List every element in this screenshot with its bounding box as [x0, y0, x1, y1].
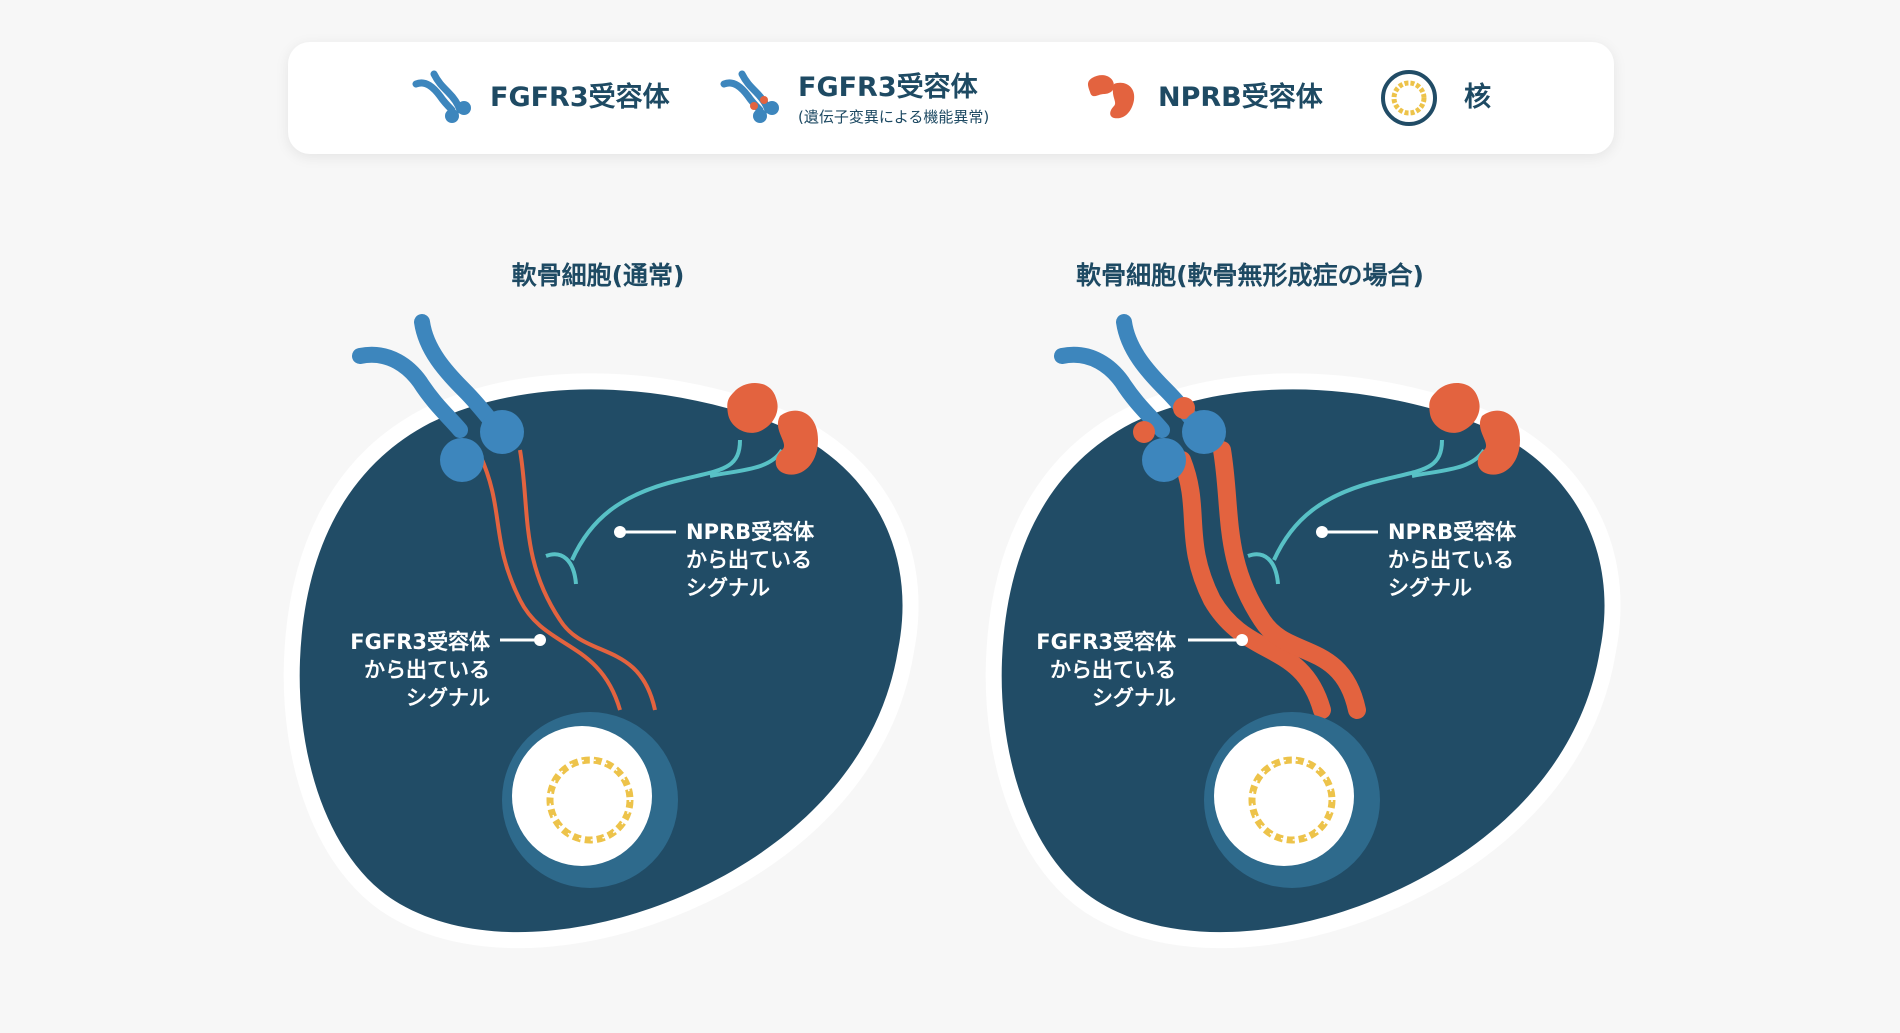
- legend-label: NPRB受容体: [1158, 82, 1323, 113]
- nucleus: [502, 712, 678, 888]
- label-line: シグナル: [1092, 686, 1176, 710]
- diagram-title-achondroplasia: 軟骨細胞(軟骨無形成症の場合): [1076, 261, 1424, 290]
- nucleus: [1204, 712, 1380, 888]
- nprb-callout-dot: [1316, 526, 1328, 538]
- label-line: NPRB受容体: [1388, 520, 1517, 544]
- nprb-signal-label: NPRB受容体 から出ている シグナル: [1388, 518, 1516, 602]
- legend-item-nucleus: 核: [1380, 42, 1520, 154]
- label-line: から出ている: [1388, 548, 1514, 572]
- legend: FGFR3受容体 FGFR3受容体 (遺伝子変異による機能異常) NPRB受容体…: [288, 42, 1614, 154]
- fgfr3-receptor-icon: [412, 70, 471, 123]
- label-line: FGFR3受容体: [1036, 630, 1176, 654]
- label-line: シグナル: [686, 576, 770, 600]
- legend-item-fgfr3-mutant: FGFR3受容体 (遺伝子変異による機能異常): [720, 42, 1020, 154]
- fgfr3-callout-dot: [1236, 634, 1248, 646]
- mutation-site: [1133, 421, 1155, 443]
- nprb-receptor-icon: [1088, 75, 1135, 119]
- label-line: NPRB受容体: [686, 520, 815, 544]
- nprb-signal-label: NPRB受容体 から出ている シグナル: [686, 518, 814, 602]
- fgfr3-callout-dot: [534, 634, 546, 646]
- legend-label: FGFR3受容体: [490, 82, 670, 113]
- cell-achondroplasia: [1002, 314, 1605, 932]
- mutation-site: [1173, 397, 1195, 419]
- label-line: FGFR3受容体: [350, 630, 490, 654]
- fgfr3-receptor: [352, 314, 524, 482]
- nprb-callout-dot: [614, 526, 626, 538]
- nprb-receptor: [1429, 382, 1520, 475]
- fgfr3-signal-label: FGFR3受容体 から出ている シグナル: [318, 628, 490, 712]
- legend-item-nprb: NPRB受容体: [1084, 42, 1324, 154]
- cell-normal: [300, 314, 903, 932]
- nprb-receptor: [727, 382, 818, 475]
- label-line: から出ている: [686, 548, 812, 572]
- diagram-title-normal: 軟骨細胞(通常): [511, 261, 685, 290]
- legend-label: FGFR3受容体: [798, 72, 978, 103]
- fgfr3-signal-path: [478, 454, 622, 711]
- fgfr3-signal-path: [1173, 451, 1331, 719]
- nprb-signal-end: [545, 552, 578, 585]
- nprb-signal-end: [1247, 552, 1280, 585]
- fgfr3-signal-path: [518, 449, 657, 711]
- legend-item-fgfr3: FGFR3受容体: [412, 42, 670, 154]
- fgfr3-mutant-receptor-icon: [720, 70, 779, 123]
- nprb-signal-path: [1272, 439, 1444, 561]
- legend-sublabel: (遺伝子変異による機能異常): [798, 108, 990, 126]
- nucleus-icon: [1381, 70, 1437, 126]
- label-line: シグナル: [406, 686, 490, 710]
- label-line: から出ている: [364, 658, 490, 682]
- fgfr3-signal-label: FGFR3受容体 から出ている シグナル: [1004, 628, 1176, 712]
- legend-label: 核: [1464, 82, 1491, 113]
- label-line: から出ている: [1050, 658, 1176, 682]
- nprb-signal-path: [570, 439, 742, 561]
- label-line: シグナル: [1388, 576, 1472, 600]
- fgfr3-signal-path: [1213, 441, 1366, 719]
- fgfr3-mutant-receptor: [1054, 314, 1226, 482]
